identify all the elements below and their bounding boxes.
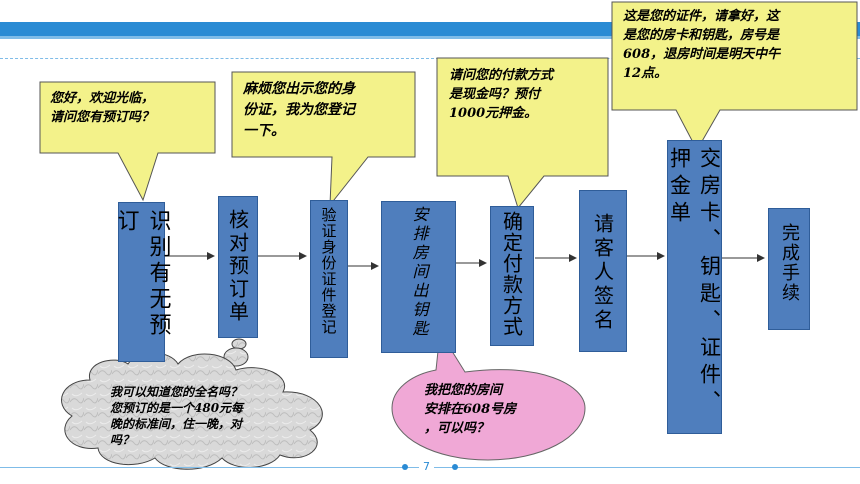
callout-line: 麻烦您出示您的身 [243,81,355,97]
callout-line: 1000元押金。 [449,106,538,121]
oval-callout-shape [391,330,586,461]
cloud-shape [61,352,323,470]
callout-id-shape [231,71,416,207]
callout-greeting: 您好，欢迎光临， 请问您有预订吗？ [50,89,215,127]
thought-bubble-small [231,338,247,350]
step-label: 安排房间出钥匙 [409,206,429,339]
callout-line: 我可以知道您的全名吗？ [110,385,243,399]
callout-line: 这是您的证件，请拿好，这 [623,9,780,24]
callout-line: 608，退房时间是明天中午 [623,47,781,62]
step-label: 请客人签名 [590,213,615,333]
callout-payment: 请问您的付款方式 是现金吗？预付 1000元押金。 [449,66,609,123]
callout-handover: 这是您的证件，请拿好，这 是您的房卡和钥匙，房号是 608，退房时间是明天中午 … [623,7,857,83]
footer-dot-left [402,464,408,470]
callout-line: 请问您的付款方式 [449,68,554,83]
callout-handover-shape [611,1,858,152]
step-verify: 核对预订单 [218,196,258,338]
step-label: 确定付款方式 [499,211,524,337]
page-number: 7 [419,460,434,473]
callout-id-request: 麻烦您出示您的身 份证，我为您登记 一下。 [243,79,415,142]
header-band-light [0,36,860,39]
footer-dot-right [452,464,458,470]
step-label: 完成手续 [779,223,800,303]
step-payment: 确定付款方式 [490,206,534,346]
callout-greeting-shape [39,81,216,202]
callout-line: 您预订的是一个480元每 [110,401,244,415]
header-dashed-rule [0,58,860,59]
step-arrange: 安排房间出钥匙 [381,201,456,353]
step-label: 核对预订单 [225,209,250,324]
callout-line: 我把您的房间 [424,383,503,398]
callout-payment-shape [436,57,609,210]
step-label: 识别有无预订 [113,209,171,339]
callout-line: 一下。 [243,123,285,139]
callout-line: ，可以吗？ [424,421,490,436]
step-sign: 请客人签名 [579,190,627,352]
step-identify: 识别有无预订 [114,202,171,362]
callout-room-assign: 我把您的房间 安排在608号房 ，可以吗？ [424,381,574,438]
callout-line: 12点。 [623,66,668,81]
step-label: 交房卡、钥匙、证件、押金单 [667,147,722,417]
callout-line: 是现金吗？预付 [449,87,541,102]
callout-line: 晚的标准间，住一晚，对 [110,417,243,431]
step-handover: 交房卡、钥匙、证件、押金单 [667,140,722,434]
step-complete: 完成手续 [768,208,810,330]
step-label: 验证身份证件登记 [319,207,338,335]
callout-line: 吗？ [110,433,135,447]
step-register: 验证身份证件登记 [310,200,348,358]
callout-line: 是您的房卡和钥匙，房号是 [623,28,780,43]
callout-line: 安排在608号房 [424,402,517,417]
callout-line: 份证，我为您登记 [243,102,355,118]
callout-line: 您好，欢迎光临， [50,91,155,106]
callout-confirm-name: 我可以知道您的全名吗？ 您预订的是一个480元每 晚的标准间，住一晚，对 吗？ [110,384,310,448]
callout-line: 请问您有预订吗？ [50,110,155,125]
